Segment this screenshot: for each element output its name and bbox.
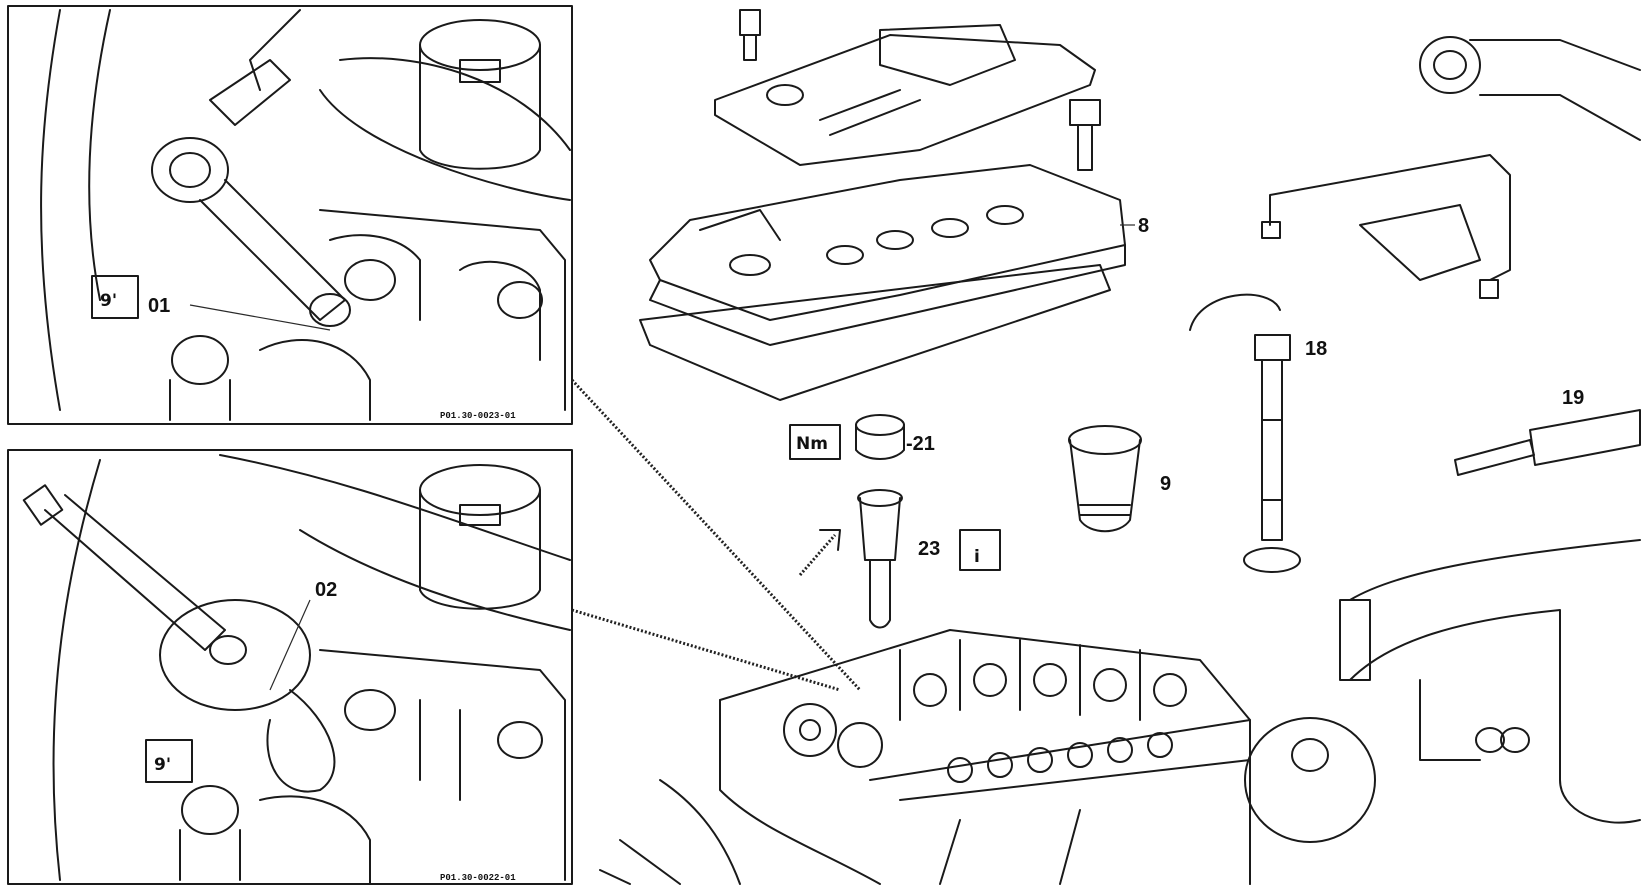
- camshaft-housing-top: [169, 209, 566, 421]
- wrench-tool-01: [151, 59, 351, 327]
- top-inset-frame: [7, 5, 573, 425]
- torque-symbol-label: Nm: [796, 434, 828, 454]
- bottom-inset-panel: 9' 02 P01.30-0022-01: [7, 449, 573, 885]
- fuel-line-assembly: [1261, 154, 1511, 299]
- tool-symbol-box-top: 9': [91, 275, 139, 319]
- callout-8: 8: [1138, 215, 1149, 237]
- tool-symbol-top: 9': [100, 291, 117, 311]
- oil-filter-canister-bottom: [419, 464, 541, 610]
- inset-connector-bottom: [571, 608, 841, 692]
- screw-21: [855, 414, 905, 460]
- callout-21: -21: [906, 433, 935, 455]
- tool-symbol-box-bottom: 9': [145, 739, 193, 783]
- callout-01: 01: [148, 295, 170, 317]
- info-symbol-label: i: [974, 547, 980, 567]
- figure-ref-top: P01.30-0023-01: [440, 411, 516, 421]
- valve-cover-gasket: [639, 264, 1111, 401]
- oil-filter-canister-top: [419, 19, 541, 170]
- exhaust-manifold: [1339, 539, 1641, 824]
- torque-symbol: Nm: [789, 424, 841, 460]
- tool-symbol-bottom: 9': [154, 755, 171, 775]
- injector-18: [1189, 293, 1301, 573]
- callout-02: 02: [315, 579, 337, 601]
- callout-23: 23: [918, 538, 940, 560]
- intake-pipe-top: [1419, 36, 1641, 141]
- engine-pulley: [1244, 717, 1376, 885]
- leader-line-01: [189, 304, 331, 331]
- info-symbol: i: [959, 529, 1001, 571]
- figure-ref-bottom: P01.30-0022-01: [440, 873, 516, 883]
- engine-lower-lines: [599, 779, 741, 885]
- inset-connector-top: [570, 378, 862, 692]
- engine-cylinder-head: [719, 629, 1251, 885]
- camshaft-housing-bottom: [179, 649, 566, 885]
- leader-line-02: [269, 599, 311, 691]
- bottom-inset-frame: [7, 449, 573, 885]
- top-inset-panel: 9' 01 P01.30-0023-01: [7, 5, 573, 425]
- direction-arrowhead: [819, 529, 841, 551]
- cover-bolt-middle: [1069, 99, 1101, 171]
- callout-9: 9: [1160, 473, 1171, 495]
- cover-bolt-top: [739, 9, 761, 61]
- nozzle-23: [857, 489, 903, 629]
- socket-tool-02: [22, 484, 336, 793]
- bushing-9: [1068, 425, 1142, 533]
- engine-cover-plate: [714, 24, 1096, 166]
- valve-cover: [649, 164, 1126, 346]
- direction-arrow: [798, 534, 837, 576]
- callout-19: 19: [1562, 387, 1584, 409]
- pin-19: [1454, 409, 1641, 476]
- callout-18: 18: [1305, 338, 1327, 360]
